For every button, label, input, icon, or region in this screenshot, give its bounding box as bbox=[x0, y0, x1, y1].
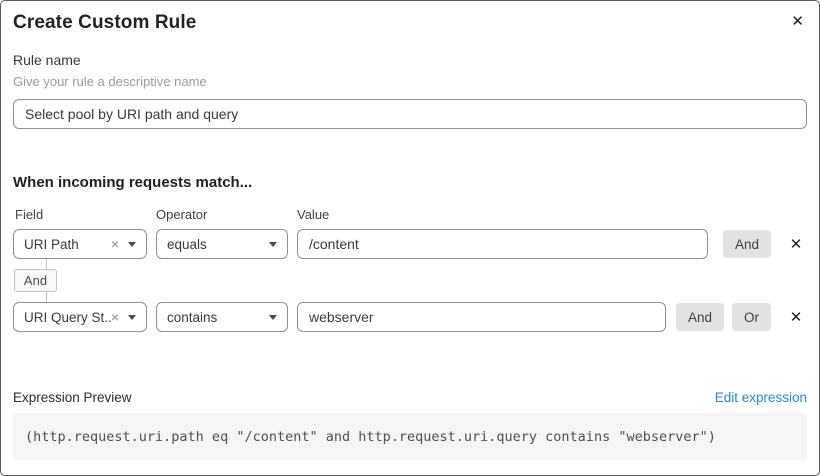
edit-expression-link[interactable]: Edit expression bbox=[714, 390, 807, 405]
clear-icon[interactable]: × bbox=[110, 236, 119, 252]
match-section-heading: When incoming requests match... bbox=[13, 174, 253, 191]
condition-row-1: URI Path × equals And ✕ bbox=[13, 229, 807, 259]
expression-code-text: (http.request.uri.path eq "/content" and… bbox=[25, 428, 716, 445]
operator-select-1-value: equals bbox=[167, 236, 207, 252]
chevron-down-icon bbox=[269, 241, 277, 247]
chevron-down-icon bbox=[128, 314, 136, 320]
chevron-down-icon bbox=[269, 314, 277, 320]
rule-name-label: Rule name bbox=[13, 52, 81, 68]
operator-column-label: Operator bbox=[156, 207, 208, 222]
modal-header: Create Custom Rule ✕ bbox=[13, 11, 807, 35]
field-column-label: Field bbox=[15, 207, 44, 222]
expression-preview-label: Expression Preview bbox=[13, 390, 132, 405]
field-select-1-value: URI Path bbox=[24, 236, 79, 252]
expression-preview-header: Expression Preview Edit expression bbox=[13, 391, 807, 405]
condition-column-labels: Field Operator Value bbox=[13, 208, 807, 221]
operator-select-1[interactable]: equals bbox=[156, 229, 288, 259]
remove-condition-icon-2[interactable]: ✕ bbox=[789, 308, 803, 326]
remove-condition-icon-1[interactable]: ✕ bbox=[789, 235, 803, 253]
rule-name-input[interactable] bbox=[13, 99, 807, 129]
rule-name-hint: Give your rule a descriptive name bbox=[13, 74, 207, 89]
value-column-label: Value bbox=[297, 207, 330, 222]
chevron-down-icon bbox=[128, 241, 136, 247]
field-select-2-value: URI Query St... bbox=[24, 309, 111, 325]
field-select-2[interactable]: URI Query St... × bbox=[13, 302, 147, 332]
clear-icon[interactable]: × bbox=[110, 309, 119, 325]
operator-select-2-value: contains bbox=[167, 309, 218, 325]
value-input-2[interactable] bbox=[297, 302, 666, 332]
condition-row-2: URI Query St... × contains And Or ✕ bbox=[13, 302, 807, 332]
modal-title: Create Custom Rule bbox=[13, 12, 197, 33]
operator-select-2[interactable]: contains bbox=[156, 302, 288, 332]
add-and-condition-button-2[interactable]: And bbox=[675, 303, 724, 331]
field-select-1[interactable]: URI Path × bbox=[13, 229, 147, 259]
expression-code-block: (http.request.uri.path eq "/content" and… bbox=[13, 413, 807, 460]
and-connector-badge: And bbox=[14, 269, 57, 292]
value-input-1[interactable] bbox=[297, 229, 708, 259]
add-or-condition-button-2[interactable]: Or bbox=[732, 303, 771, 331]
add-and-condition-button-1[interactable]: And bbox=[722, 230, 771, 258]
close-icon[interactable]: ✕ bbox=[791, 13, 804, 30]
condition-connector: And bbox=[13, 259, 807, 302]
